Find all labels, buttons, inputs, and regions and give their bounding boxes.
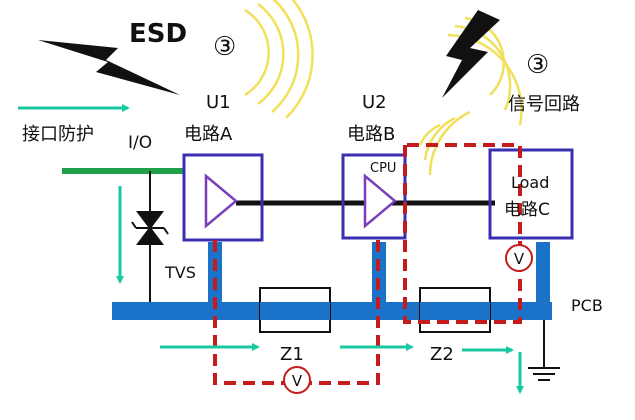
z2-label: Z2 [430,344,454,365]
voltmeter-2-icon [505,244,533,272]
circuit-a-box [182,153,264,242]
u2-circuit-label: 电路B [347,124,395,145]
u1-circuit-label: 电路A [184,124,233,145]
voltmeter-2-label: V [514,250,525,268]
ground-symbol-icon [528,320,560,381]
voltmeter-1-label: V [292,372,303,390]
lightning-bolt-right [442,10,500,98]
pcb-label: PCB [571,296,603,315]
tvs-diode [131,211,169,245]
esd-wave-left [244,0,314,119]
port-protection-label: 接口防护 [22,124,94,145]
z1-label: Z1 [280,344,304,365]
lightning-bolt-left [38,40,180,95]
signal-loop-dashed [213,143,522,385]
buffer-a-icon [204,173,238,229]
esd-wave-right-bottom [418,110,471,176]
tvs-label: TVS [164,263,196,282]
io-label: I/O [128,133,152,153]
circuit-c-box [488,148,574,240]
load-label: Load [511,173,549,192]
circle-number-1: ③ [213,32,236,62]
signal-loop-label: 信号回路 [508,94,580,115]
circuit-b-box [341,153,407,240]
cpu-label: CPU [370,161,396,176]
impedance-z2-inner [420,302,490,320]
current-arrows [18,104,524,394]
buffer-b-icon [363,173,397,229]
esd-label: ESD [129,19,187,49]
voltmeter-1-icon [283,366,311,394]
impedance-z1-inner [260,302,330,320]
circle-number-2: ③ [526,50,549,80]
u2-label: U2 [362,92,387,113]
u1-label: U1 [206,92,231,113]
load-circuit-label: 电路C [504,200,550,220]
